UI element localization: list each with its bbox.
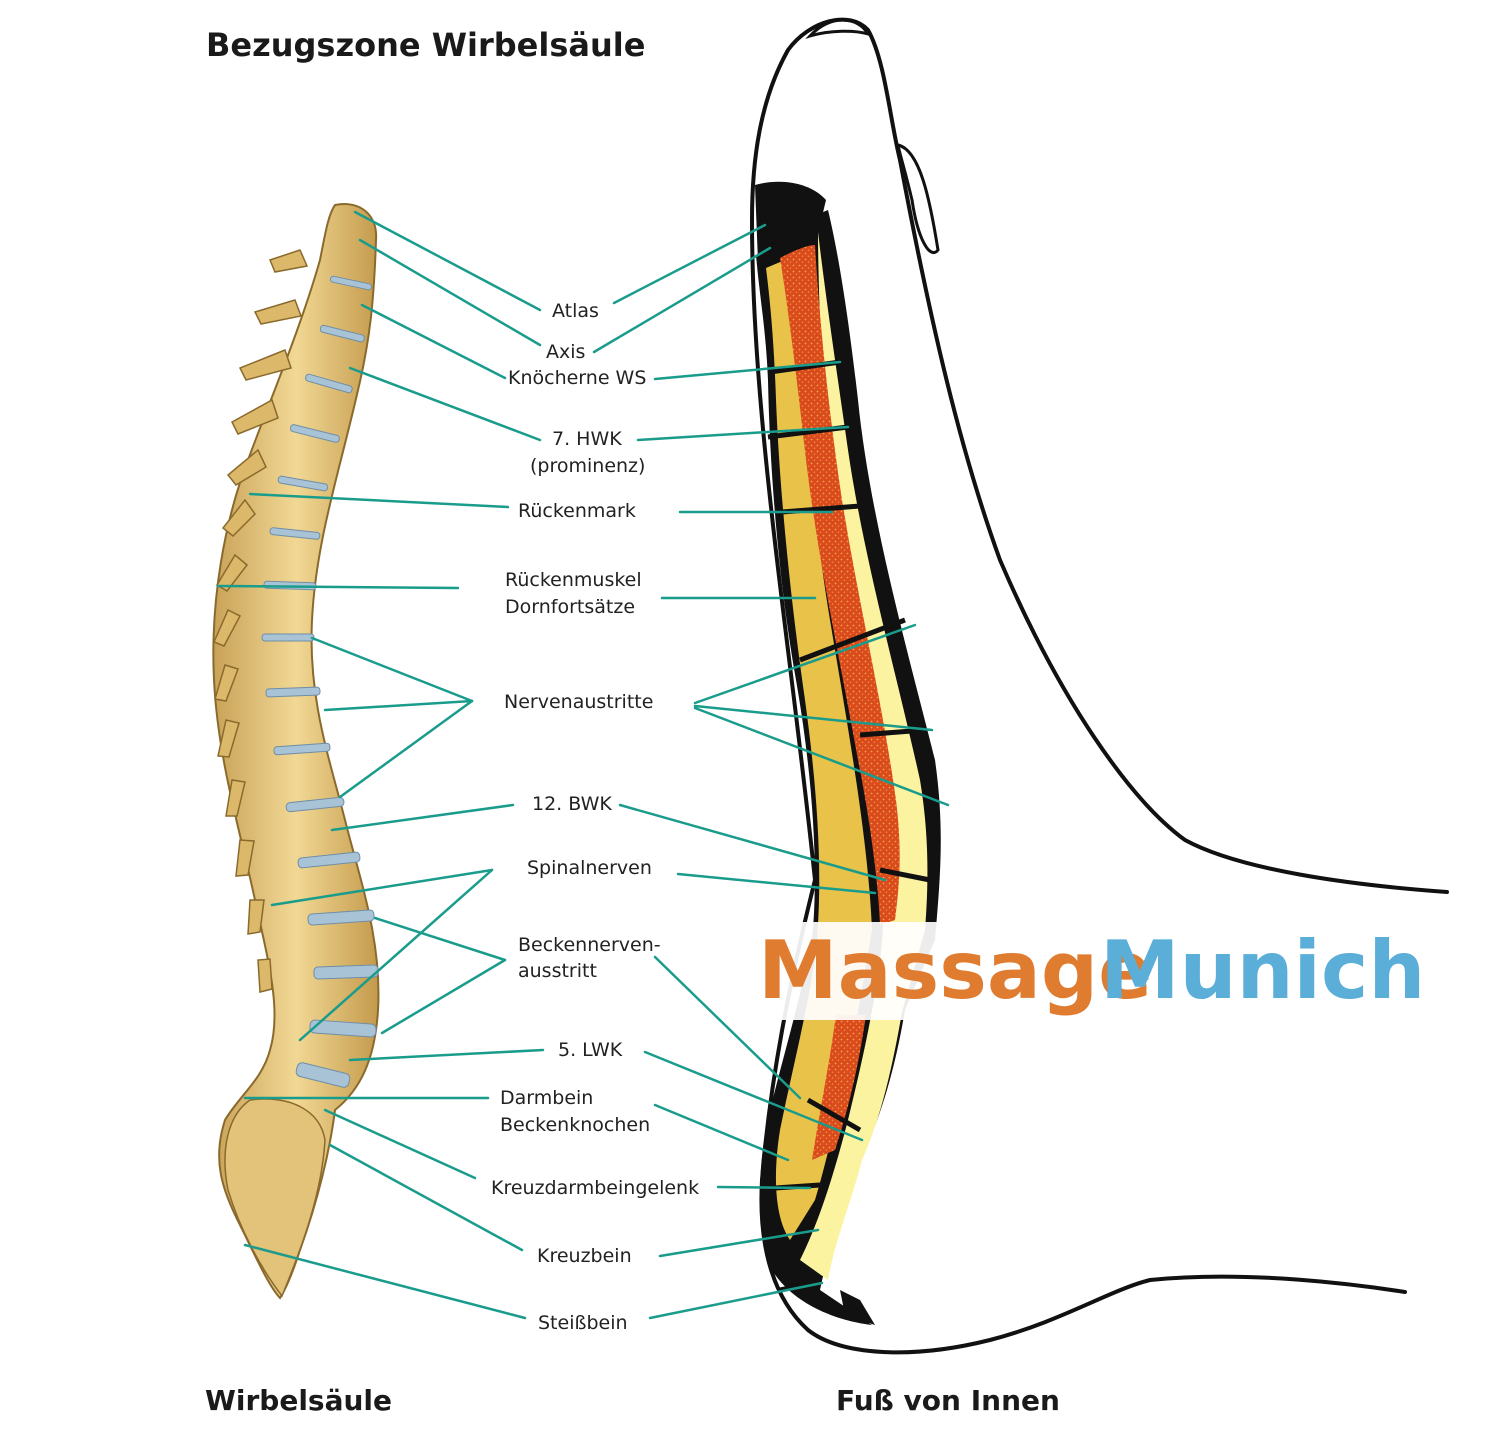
leader-atlas-right <box>612 223 767 305</box>
foot-outline <box>750 17 1449 1355</box>
spine-illustration <box>212 203 380 1300</box>
leader-nerven-right-2 <box>693 704 934 732</box>
label-spinalnerven: Spinalnerven <box>527 857 652 879</box>
label-beckenknochen: Beckenknochen <box>500 1114 650 1136</box>
label-atlas: Atlas <box>552 300 599 322</box>
label-dornfortsaetze: Dornfortsätze <box>505 596 635 618</box>
label-kreuzbein: Kreuzbein <box>537 1245 632 1267</box>
label-beckennerven: Beckennerven- <box>518 934 661 956</box>
label-ausstritt: ausstritt <box>518 960 597 982</box>
label-kreuzdarmbeingelenk: Kreuzdarmbeingelenk <box>491 1177 699 1199</box>
leader-spinal-right <box>676 872 877 895</box>
leader-rueckenmark-left <box>248 492 510 509</box>
leader-rueckenmuskel-left <box>216 584 460 590</box>
label-axis: Axis <box>546 341 585 363</box>
toe-side-line <box>896 143 940 254</box>
foot-illustration <box>750 17 1449 1355</box>
leader-becken-left-1 <box>373 916 507 962</box>
foot-zone-marrow <box>780 245 900 925</box>
foot-zone-heel-mark <box>840 1290 875 1325</box>
leader-atlas-left <box>353 210 542 312</box>
spinous-processes <box>213 249 309 993</box>
leader-hwk-left <box>348 366 542 442</box>
leader-bwk-right <box>618 803 887 882</box>
leader-kreuzdarm-right <box>716 1185 812 1190</box>
leader-becken-left-2 <box>380 958 507 1035</box>
leader-lines <box>216 210 950 1320</box>
leader-nerven-left-3 <box>338 699 474 799</box>
leader-axis-right <box>592 246 772 354</box>
labels: Atlas Axis Knöcherne WS 7. HWK (prominen… <box>491 300 699 1334</box>
leader-knoecherne-right <box>653 360 842 381</box>
leader-lwk-right <box>643 1050 864 1142</box>
caption-wirbelsaeule: Wirbelsäule <box>205 1384 392 1417</box>
leader-darmbein-right <box>653 1103 790 1162</box>
label-nervenaustritte: Nervenaustritte <box>504 691 653 713</box>
leader-nerven-left-1 <box>310 636 474 703</box>
leader-kreuzbein-left <box>328 1143 524 1252</box>
leader-spinal-left-2 <box>298 868 494 1042</box>
sacrum <box>224 1098 326 1298</box>
toe-nail <box>805 18 872 39</box>
leader-hwk-right <box>636 425 850 442</box>
label-hwk: 7. HWK <box>552 428 622 450</box>
leader-kreuzdarm-left <box>323 1108 477 1180</box>
watermark-word-massage: Massage <box>758 924 1152 1017</box>
watermark-logo: Massage Munich <box>752 922 1425 1020</box>
leader-becken-right <box>653 955 802 1100</box>
caption-fuss-von-innen: Fuß von Innen <box>836 1384 1060 1417</box>
leader-nerven-left-2 <box>323 699 474 712</box>
leader-kreuzbein-right <box>658 1228 820 1258</box>
label-rueckenmuskel: Rückenmuskel <box>505 569 642 591</box>
foot-zone-marrow-lower <box>812 1015 866 1160</box>
label-bwk: 12. BWK <box>532 793 612 815</box>
leader-knoecherne-left <box>360 303 507 380</box>
leader-steiss-left <box>243 1243 527 1320</box>
page-title: Bezugszone Wirbelsäule <box>206 26 645 64</box>
label-hwk-prominenz: (prominenz) <box>530 455 645 477</box>
leader-steiss-right <box>648 1281 824 1320</box>
watermark-word-munich: Munich <box>1100 924 1425 1017</box>
leader-spinal-left-1 <box>270 868 494 907</box>
label-lwk: 5. LWK <box>558 1039 623 1061</box>
foot-zone-cap <box>755 181 826 262</box>
leader-axis-left <box>358 238 542 347</box>
label-darmbein: Darmbein <box>500 1087 593 1109</box>
label-steissbein: Steißbein <box>538 1312 628 1334</box>
leader-nerven-right-1 <box>693 623 917 705</box>
leader-lwk-left <box>348 1048 545 1062</box>
label-knoecherne-ws: Knöcherne WS <box>508 367 646 389</box>
leader-bwk-left <box>330 803 515 832</box>
leader-nerven-right-3 <box>693 706 950 807</box>
label-rueckenmark: Rückenmark <box>518 500 636 522</box>
